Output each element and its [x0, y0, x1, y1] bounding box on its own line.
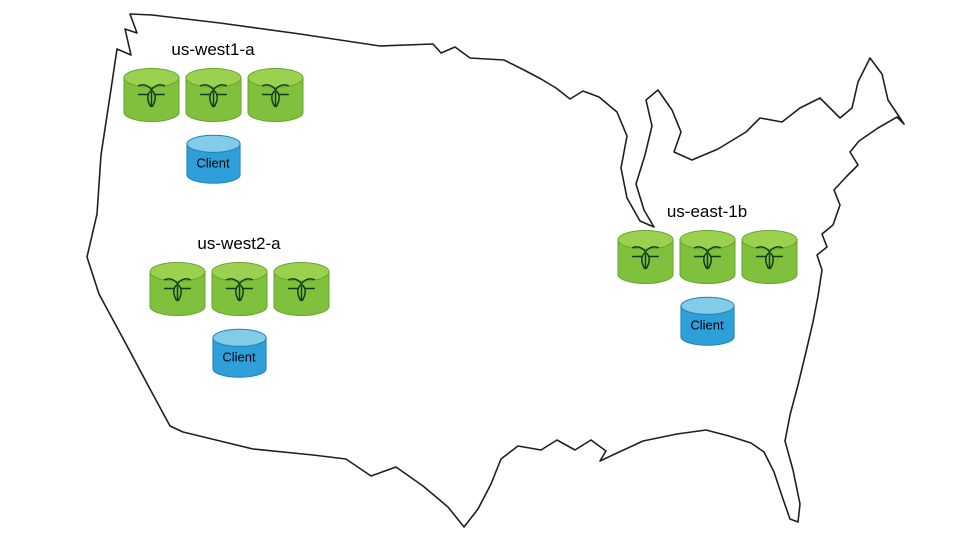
db-node-icon: [210, 261, 268, 317]
node-row: [148, 261, 331, 318]
db-node-icon: [246, 67, 304, 123]
db-node-icon: [272, 261, 330, 317]
client-cylinder-icon: [211, 328, 267, 378]
client-node: Client: [211, 327, 268, 380]
us-map-border-path: [86, 13, 905, 528]
client-cylinder-icon: [185, 134, 241, 184]
region-label: us-west1-a: [171, 40, 255, 59]
region-label: us-east-1b: [666, 202, 748, 221]
region-us-west2-a: us-west2-a Client: [144, 234, 334, 380]
client-node: Client: [185, 133, 242, 186]
client-node: Client: [679, 295, 736, 348]
node-row: [616, 229, 799, 286]
db-node-icon: [740, 229, 798, 285]
region-us-east-1b: us-east-1b Client: [610, 202, 804, 348]
db-node-icon: [184, 67, 242, 123]
node-row: [122, 67, 305, 124]
db-node-icon: [148, 261, 206, 317]
db-node-icon: [678, 229, 736, 285]
client-cylinder-icon: [679, 296, 735, 346]
region-us-west1-a: us-west1-a Client: [118, 40, 308, 186]
db-node-icon: [122, 67, 180, 123]
region-label: us-west2-a: [197, 234, 281, 253]
db-node-icon: [616, 229, 674, 285]
